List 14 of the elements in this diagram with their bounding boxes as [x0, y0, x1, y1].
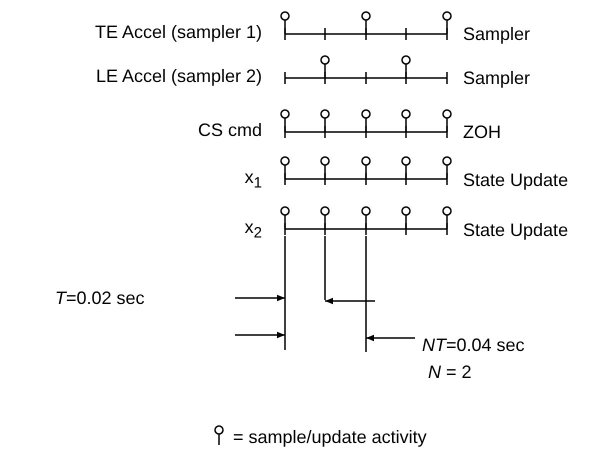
- signal-label: x$_{1}$: [244, 167, 262, 194]
- block-label: State Update: [463, 170, 568, 190]
- block-label: Sampler: [463, 24, 530, 44]
- signal-label: TE Accel (sampler 1): [94, 22, 262, 42]
- block-label: ZOH: [463, 122, 501, 142]
- signal-label: LE Accel (sampler 2): [96, 66, 262, 86]
- legend-label: = sample/update activity: [233, 427, 427, 447]
- signal-label: x$_{2}$: [244, 217, 262, 244]
- dimension-label: N = 2: [428, 362, 472, 382]
- block-label: Sampler: [463, 68, 530, 88]
- dimension-label: T=0.02 sec: [55, 288, 145, 308]
- signal-label: CS cmd: [198, 120, 262, 140]
- block-label: State Update: [463, 220, 568, 240]
- dimension-label: NT=0.04 sec: [422, 335, 525, 355]
